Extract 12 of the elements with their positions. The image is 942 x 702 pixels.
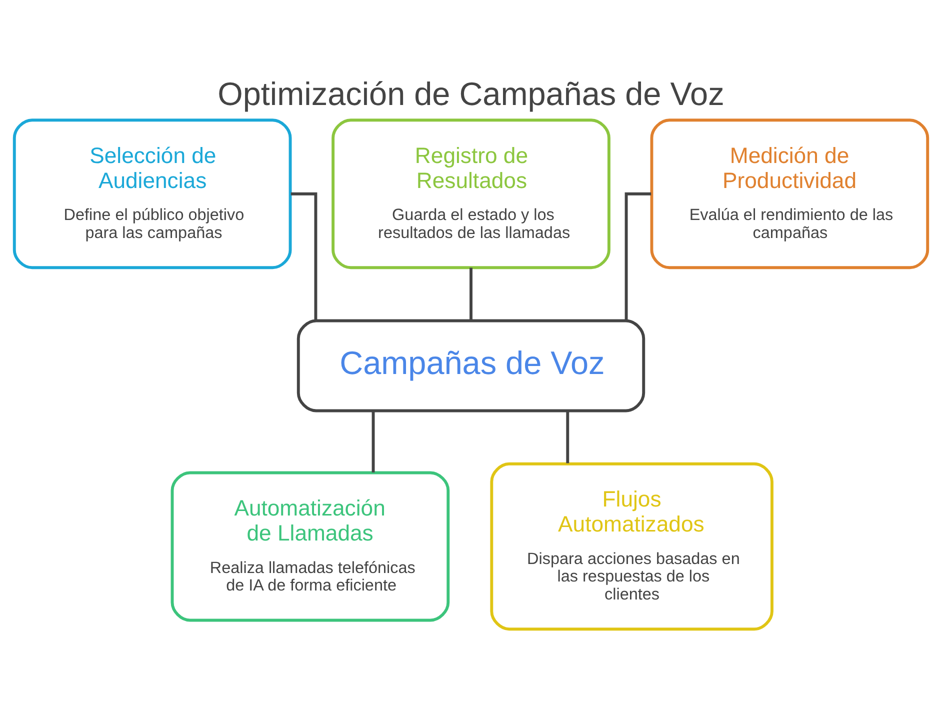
node-box: Automatización de Llamadas Realiza llamadas telefónicas de IA de forma eficiente: [170, 471, 450, 622]
node-box: Campañas de Voz: [296, 319, 646, 412]
node-box: Selección de Audiencias Define el público objetivo para las campañas: [12, 118, 292, 270]
node-box: Medición de Productividad Evalúa el rendimiento de las campañas: [650, 118, 930, 270]
connector: [624, 192, 652, 321]
diagram-title: Optimización de Campañas de Voz: [218, 76, 724, 112]
node-box: Flujos Automatizados Dispara acciones basadas en las respuestas de los clientes: [490, 462, 774, 631]
connector: [372, 410, 375, 472]
connector: [566, 410, 570, 464]
connector: [470, 268, 472, 321]
node-box: Registro de Resultados Guarda el estado y los resultados de las llamadas: [332, 118, 610, 270]
connector: [290, 192, 318, 321]
